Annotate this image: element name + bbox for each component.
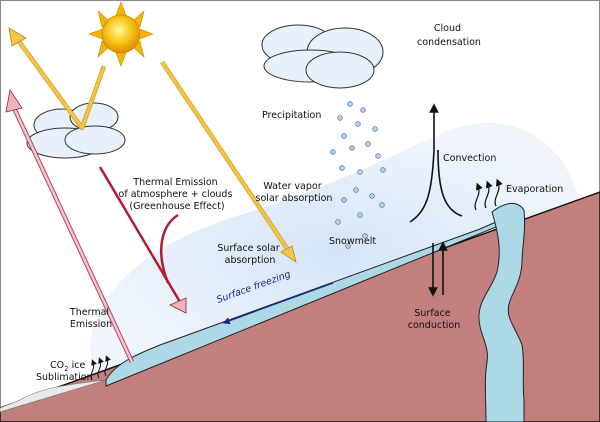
label-co2-ice-sublimation: CO2 ice Sublimation [36,360,93,383]
snow-edge [0,379,107,413]
surface-solar-arrow [160,60,297,263]
surface-conduction-arrow [428,241,448,297]
sun-icon [88,1,154,67]
label-water-vapor: Water vapor solar absorption [256,181,333,204]
label-surface-conduction: Surface conduction [408,308,461,331]
sublimation-arrows [90,355,111,381]
label-surface-solar: Surface solar absorption [217,243,282,266]
label-cloud-condensation: Cloud condensation [417,23,481,48]
label-evaporation: Evaporation [506,184,563,195]
surface-freezing-arrow [222,282,334,325]
evaporation-arrows [474,178,503,211]
thermal-emission-arrow [5,88,135,363]
cloud-right [261,24,384,89]
label-snowmelt: Snowmelt [329,236,376,247]
label-thermal-emission-atmosphere: Thermal Emission of atmosphere + clouds … [119,177,236,212]
reflected-solar-arrow [8,27,107,131]
convection-arrow [409,103,463,223]
greenhouse-emission-arrow [98,166,187,314]
river-channel [478,203,526,422]
label-precipitation: Precipitation [262,110,321,121]
label-convection: Convection [443,153,496,164]
atmosphere-glow [90,122,581,386]
snowflakes [330,101,386,249]
label-thermal-emission: Thermal Emission [69,307,112,330]
